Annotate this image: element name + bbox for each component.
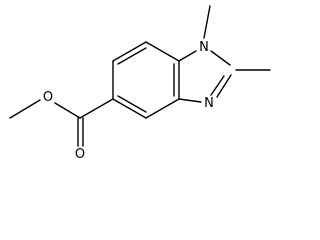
bond bbox=[54, 102, 81, 119]
ester-group bbox=[9, 98, 114, 147]
bond bbox=[112, 41, 147, 62]
methyl-groups bbox=[203, 5, 271, 71]
bond bbox=[216, 74, 232, 98]
bond-inner bbox=[210, 75, 225, 96]
bond bbox=[178, 50, 197, 62]
atom-label-n-imine: N bbox=[204, 96, 214, 111]
atom-label-o-carbonyl: O bbox=[75, 147, 85, 162]
chemical-structure-diagram: N N O O bbox=[0, 0, 282, 162]
n-methyl-bond bbox=[203, 5, 211, 39]
o-methyl-bond bbox=[9, 99, 41, 119]
bond bbox=[112, 98, 147, 119]
imidazole-ring bbox=[178, 50, 232, 103]
atom-label-n-methyl: N bbox=[199, 40, 209, 55]
background bbox=[0, 0, 282, 162]
atom-label-o-ester: O bbox=[43, 90, 53, 105]
bond-inner bbox=[117, 95, 147, 113]
benzene-ring bbox=[112, 41, 180, 119]
bond-inner bbox=[117, 47, 147, 65]
bond bbox=[210, 50, 231, 66]
bond bbox=[79, 98, 114, 119]
bond bbox=[145, 98, 180, 119]
bond bbox=[145, 41, 180, 62]
bond bbox=[178, 98, 202, 103]
